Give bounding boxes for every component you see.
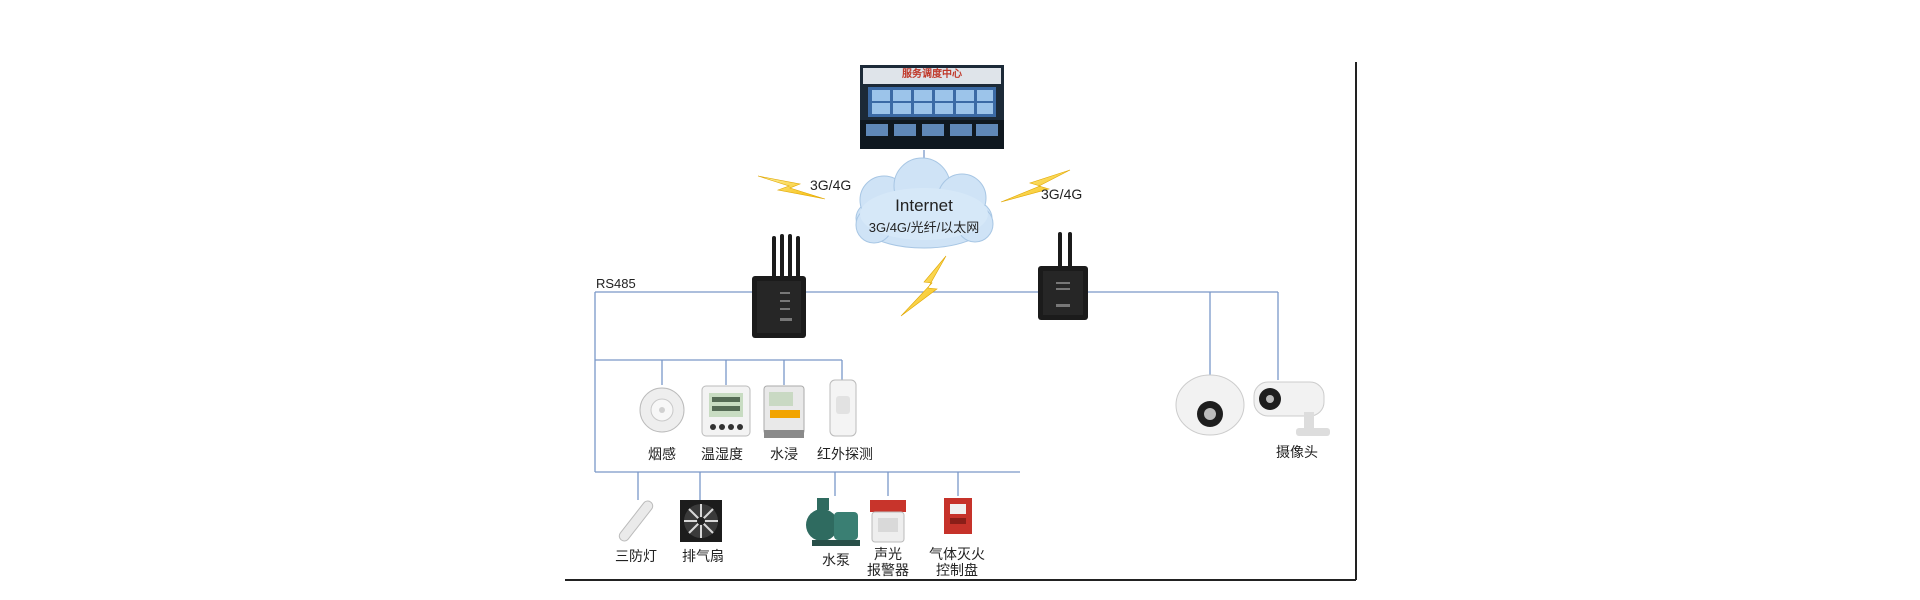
gateway-right-icon [1038,232,1088,320]
left-wireless-label: 3G/4G [810,177,852,193]
cloud-subtitle: 3G/4G/光纤/以太网 [868,220,980,235]
actuator-label-gas-line2: 控制盘 [936,562,978,578]
gateway-left-icon [752,234,806,338]
actuator-label-fan: 排气扇 [682,548,724,564]
gas-extinguisher-panel-icon [944,498,972,534]
cloud-title: Internet [895,196,953,215]
dome-camera-icon [1175,374,1245,436]
smoke-detector-icon [639,387,685,433]
thermo-hygrometer-icon [701,385,751,437]
actuator-label-siren-line2: 报警器 [867,562,909,578]
connection-lines [594,150,1279,500]
control-center-banner: 服务调度中心 [902,69,962,80]
sensor-label-smoke: 烟感 [648,446,676,462]
actuator-label-lamp: 三防灯 [615,548,657,564]
exhaust-fan-icon [680,500,722,542]
lightning-center-icon [900,255,947,317]
actuator-label-pump: 水泵 [822,552,850,568]
right-wireless-label: 3G/4G [1041,186,1083,202]
rs485-bus-label: RS485 [596,276,636,291]
sensor-label-water-leak: 水浸 [770,446,798,462]
sensor-label-temp-humidity: 温湿度 [701,446,743,462]
lightning-left-icon [757,175,826,200]
water-pump-icon [806,498,860,546]
water-leak-sensor-icon [763,385,805,438]
lightning-right-icon [1000,169,1071,203]
actuator-label-siren-line1: 声光 [874,546,902,562]
control-center-screen [860,65,1004,149]
camera-label: 摄像头 [1276,444,1318,460]
tri-proof-lamp-icon [618,500,654,542]
actuator-label-gas-line1: 气体灭火 [929,546,985,562]
alarm-siren-icon [870,500,906,543]
sensor-label-infrared: 红外探测 [817,446,873,462]
infrared-detector-icon [829,379,857,437]
bullet-camera-icon [1253,381,1330,436]
